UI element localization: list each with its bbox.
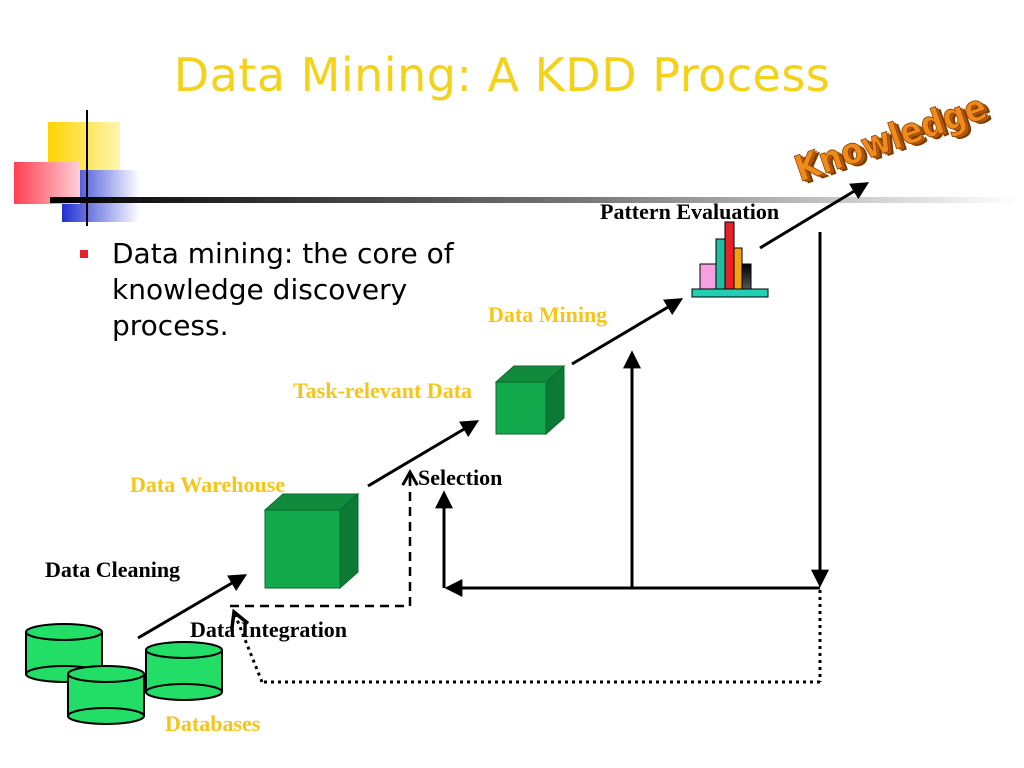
label-data-mining: Data Mining [488,302,608,327]
label-pattern-evaluation: Pattern Evaluation [600,199,780,224]
arrow-task-data-to-mining [571,298,684,366]
knowledge-wordart: Knowledge Knowledge Knowledge [789,86,997,193]
slide-title: Data Mining: A KDD Process [173,48,831,102]
bullet-text: Data mining: the core of knowledge disco… [112,237,454,342]
bullet-list: Data mining: the core of knowledge disco… [80,236,500,344]
deco-divider-line [50,197,1020,203]
bullet-marker [80,250,88,258]
label-data-warehouse: Data Warehouse [130,472,286,497]
label-databases: Databases [165,711,261,736]
label-selection: Selection [418,465,503,490]
dashed-integration-path [230,478,412,608]
label-data-integration: Data Integration [190,617,348,642]
data-warehouse-cube-icon [263,492,360,590]
label-data-cleaning: Data Cleaning [45,557,181,582]
dotted-feedback-diagonal [234,612,264,683]
pattern-bar-chart-icon [691,221,769,298]
arrow-warehouse-to-task-data [367,420,480,488]
arrow-databases-to-warehouse [137,574,248,640]
arrow-pattern-to-knowledge [759,182,870,250]
databases-icon [25,623,223,725]
label-task-relevant-data: Task-relevant Data [293,378,473,403]
database-cylinder-3 [67,665,145,725]
database-cylinder-1 [25,623,103,683]
database-cylinder-2 [145,641,223,701]
task-relevant-data-cube-icon [494,364,566,436]
